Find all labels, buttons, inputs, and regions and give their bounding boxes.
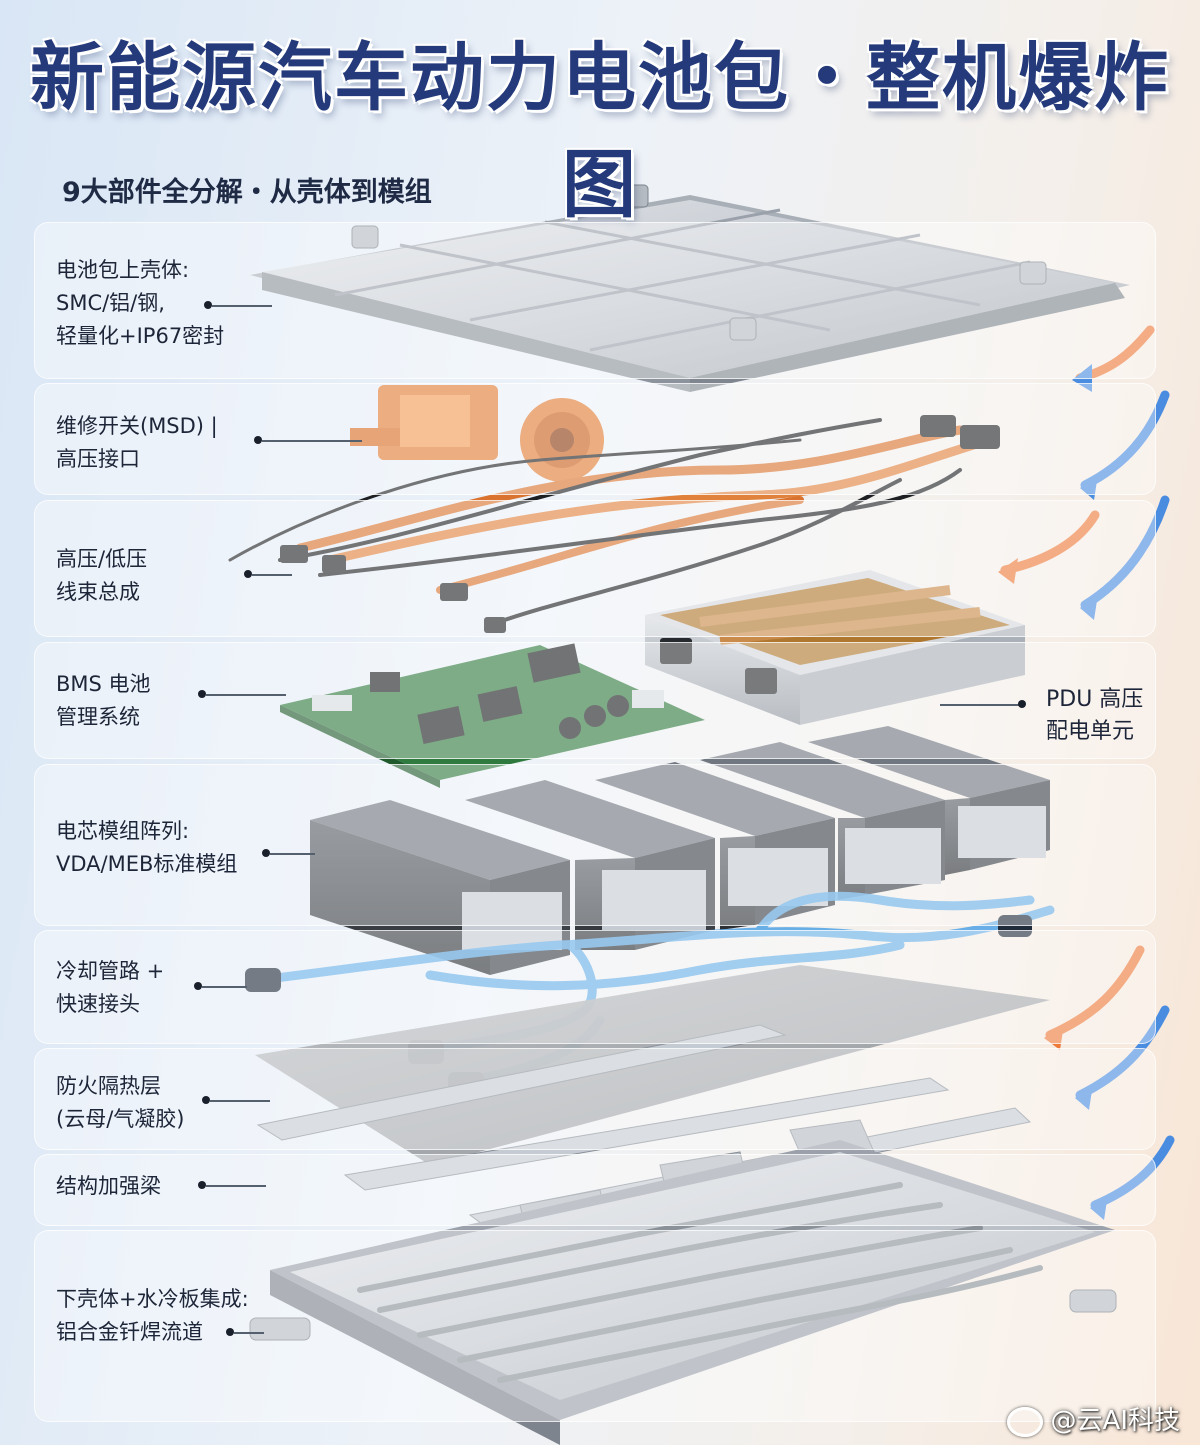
module-graphic [808, 726, 1050, 875]
module-graphic [700, 742, 945, 900]
label-beams: 结构加强梁 [56, 1174, 161, 1198]
msd-connector-graphic [350, 385, 604, 482]
leader-line [270, 853, 315, 855]
leader-dot [262, 849, 270, 857]
label-msd: 维修开关(MSD) |高压接口 [56, 414, 218, 471]
leader-dot [194, 982, 202, 990]
band-upper-shell [34, 222, 1156, 379]
band-bms [34, 642, 1156, 759]
band-lower-shell [34, 1230, 1156, 1422]
label-cooling: 冷却管路 +快速接头 [56, 959, 165, 1016]
lower-shell-graphic [249, 1140, 1117, 1445]
leader-dot [204, 301, 212, 309]
leader-line [252, 574, 292, 576]
leader-dot [226, 1328, 234, 1336]
label-pdu: PDU 高压配电单元 [1046, 687, 1144, 744]
leader-line [940, 704, 1020, 706]
weibo-icon [1006, 1406, 1043, 1437]
label-upper-shell: 电池包上壳体:SMC/铝/钢,轻量化+IP67密封 [56, 258, 225, 348]
leader-line [206, 1185, 266, 1187]
leader-line [206, 694, 286, 696]
watermark-text: @云AI科技 [1050, 1406, 1180, 1436]
wiring-harness-graphic [228, 415, 1000, 633]
label-lower-shell: 下壳体+水冷板集成:铝合金钎焊流道 [56, 1287, 249, 1344]
leader-dot [198, 1181, 206, 1189]
leader-line [212, 305, 272, 307]
band-beams [34, 1154, 1156, 1226]
module-array-graphic [310, 726, 1050, 975]
band-harness [34, 500, 1156, 637]
page-subtitle: 9大部件全分解・从壳体到模组 [62, 177, 432, 208]
band-fire-barrier [34, 1048, 1156, 1150]
label-bms: BMS 电池管理系统 [56, 672, 151, 729]
leader-line [202, 986, 247, 988]
fire-barrier-graphic [255, 965, 1050, 1165]
label-modules: 电芯模组阵列:VDA/MEB标准模组 [56, 819, 238, 876]
label-fire-barrier: 防火隔热层(云母/气凝胶) [56, 1074, 185, 1131]
leader-dot [198, 690, 206, 698]
module-graphic [465, 780, 715, 950]
watermark: @云AI科技 [1006, 1400, 1180, 1437]
page-title: 新能源汽车动力电池包・整机爆炸图 [30, 35, 1170, 228]
upper-shell-graphic [250, 184, 1130, 392]
leader-dot [1018, 700, 1026, 708]
leader-line [262, 440, 362, 442]
leader-dot [244, 570, 252, 578]
bms-board-graphic [280, 643, 705, 788]
label-harness: 高压/低压线束总成 [56, 547, 148, 604]
leader-dot [202, 1096, 210, 1104]
leader-line [210, 1100, 270, 1102]
band-msd [34, 383, 1156, 495]
band-modules [34, 764, 1156, 926]
leader-line [234, 1332, 264, 1334]
leader-dot [254, 436, 262, 444]
